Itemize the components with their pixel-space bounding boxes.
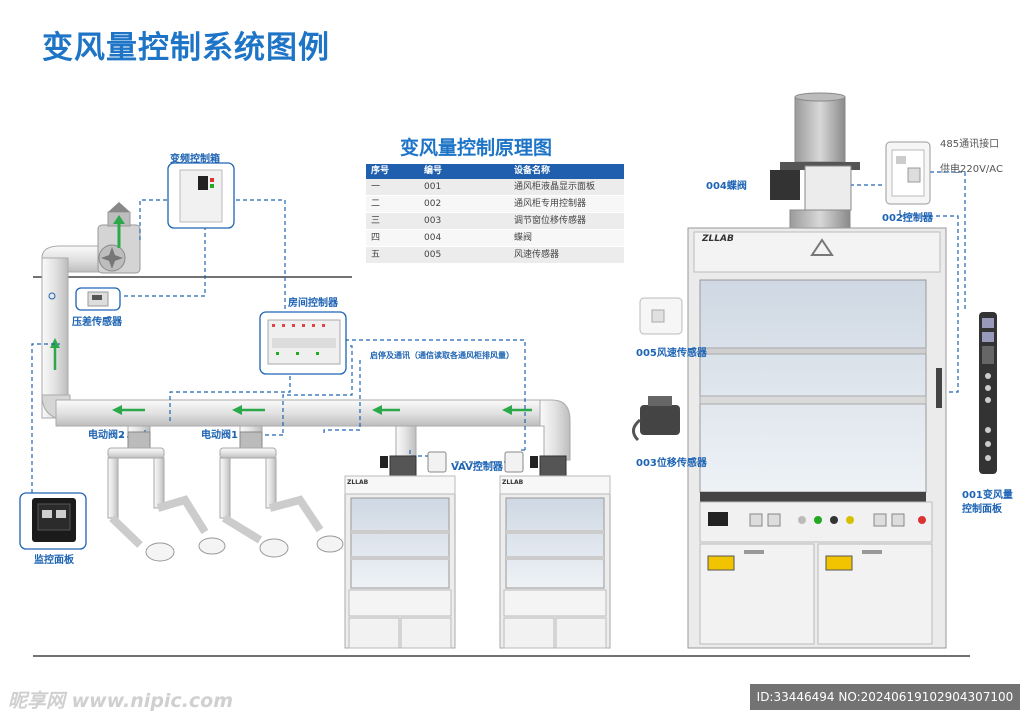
position-sensor-003 <box>632 396 680 442</box>
cell-device: 通风柜液晶显示面板 <box>514 182 596 192</box>
airflow-arrows <box>50 338 532 415</box>
label-room-controller: 房间控制器 <box>288 298 338 309</box>
label-position-sensor: 003位移传感器 <box>636 458 707 469</box>
table-row: 三 003 调节窗位移传感器 <box>366 213 624 230</box>
table-header: 序号 编号 设备名称 <box>366 164 624 179</box>
cell-code: 004 <box>424 233 442 243</box>
label-rs485: 485通讯接口 <box>940 139 1000 150</box>
room-controller <box>259 311 347 375</box>
label-valve-2: 电动阀2 <box>88 430 125 441</box>
table-body: 一 001 通风柜液晶显示面板 二 002 通风柜专用控制器 三 003 调节窗… <box>366 179 624 264</box>
label-vfd-box: 变频控制箱 <box>170 154 220 165</box>
table-row: 二 002 通风柜专用控制器 <box>366 196 624 213</box>
cell-device: 通风柜专用控制器 <box>514 199 587 209</box>
label-controller-002: 002控制器 <box>882 213 933 224</box>
vfd-control-box <box>167 162 235 229</box>
valve-2 <box>107 431 226 562</box>
cell-index: 三 <box>371 216 381 226</box>
header-index: 序号 <box>371 166 390 176</box>
label-vav-controller: VAV控制器 <box>451 462 503 473</box>
label-monitor-panel: 监控面板 <box>34 555 74 566</box>
table-row: 五 005 风速传感器 <box>366 247 624 264</box>
watermark-left: 昵享网 www.nipic.com <box>8 690 234 712</box>
controller-002-box <box>885 141 931 205</box>
label-butterfly-valve: 004蝶阀 <box>706 181 747 192</box>
cell-code: 001 <box>424 182 442 192</box>
brand-logo-small-1: ZLLAB <box>347 479 369 486</box>
diagram-subtitle: 变风量控制原理图 <box>400 137 553 159</box>
cell-index: 五 <box>371 250 381 260</box>
label-signal-note: 启停及通讯（通信读取各通风柜排风量） <box>370 351 514 360</box>
watermark-right: ID:33446494 NO:20240619102904307100 <box>750 684 1020 710</box>
small-hood-1 <box>344 455 456 649</box>
label-power: 供电220V/AC <box>940 164 1003 175</box>
brand-logo-small-2: ZLLAB <box>502 479 524 486</box>
cell-index: 四 <box>371 233 381 243</box>
control-lines <box>31 171 966 500</box>
exhaust-fan <box>97 202 141 274</box>
device-table: 序号 编号 设备名称 一 001 通风柜液晶显示面板 二 002 通风柜专用控制… <box>366 164 624 264</box>
label-pressure-sensor: 压差传感器 <box>72 317 122 328</box>
cell-index: 一 <box>371 182 381 192</box>
page-title: 变风量控制系统图例 <box>42 30 330 66</box>
monitor-panel <box>19 492 87 550</box>
brand-logo: ZLLAB <box>702 234 734 244</box>
cell-code: 003 <box>424 216 442 226</box>
header-device: 设备名称 <box>514 166 551 176</box>
cell-code: 005 <box>424 250 442 260</box>
label-airspeed-sensor: 005风速传感器 <box>636 348 707 359</box>
large-fume-hood <box>687 92 947 649</box>
cell-code: 002 <box>424 199 442 209</box>
label-vav-panel-line1: 001变风量 <box>962 490 1013 501</box>
small-hood-2 <box>499 455 611 649</box>
label-vav-panel-line2: 控制面板 <box>962 504 1002 515</box>
cell-device: 调节窗位移传感器 <box>514 216 587 226</box>
vav-controllers <box>427 451 524 473</box>
table-row: 一 001 通风柜液晶显示面板 <box>366 179 624 196</box>
cell-device: 风速传感器 <box>514 250 560 260</box>
cell-device: 蝶阀 <box>514 233 533 243</box>
label-valve-1: 电动阀1 <box>201 430 238 441</box>
valve-1 <box>219 431 344 558</box>
table-row: 四 004 蝶阀 <box>366 230 624 247</box>
cell-index: 二 <box>371 199 381 209</box>
header-code: 编号 <box>424 166 443 176</box>
airspeed-sensor-005 <box>639 297 683 335</box>
vav-panel-001 <box>979 312 997 474</box>
pressure-sensor <box>48 287 121 311</box>
